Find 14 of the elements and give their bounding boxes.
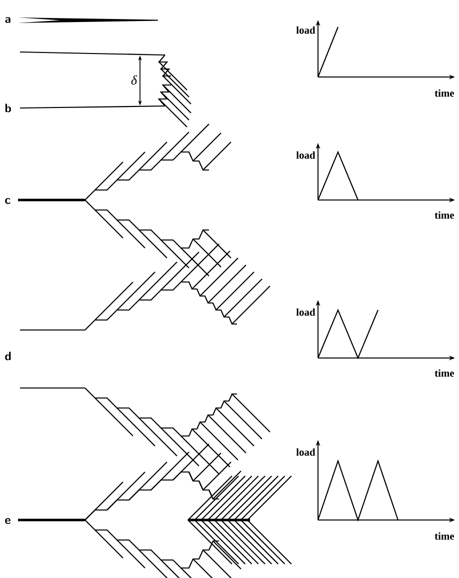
axis-label: load [296,151,316,159]
panel-letter: d [5,352,11,360]
axis-label: time [434,89,454,97]
delta-symbol: δ [131,75,138,85]
axis-label: time [434,369,454,377]
panel-letter: a [5,17,10,23]
axis-label: load [296,26,316,34]
panel-letter: e [5,518,10,524]
axis-label: time [434,211,454,219]
axis-label: load [296,448,316,456]
panel-letter: c [5,198,10,204]
panel-letter: b [5,104,11,112]
axis-label: load [296,308,316,316]
axis-label: time [434,532,454,540]
